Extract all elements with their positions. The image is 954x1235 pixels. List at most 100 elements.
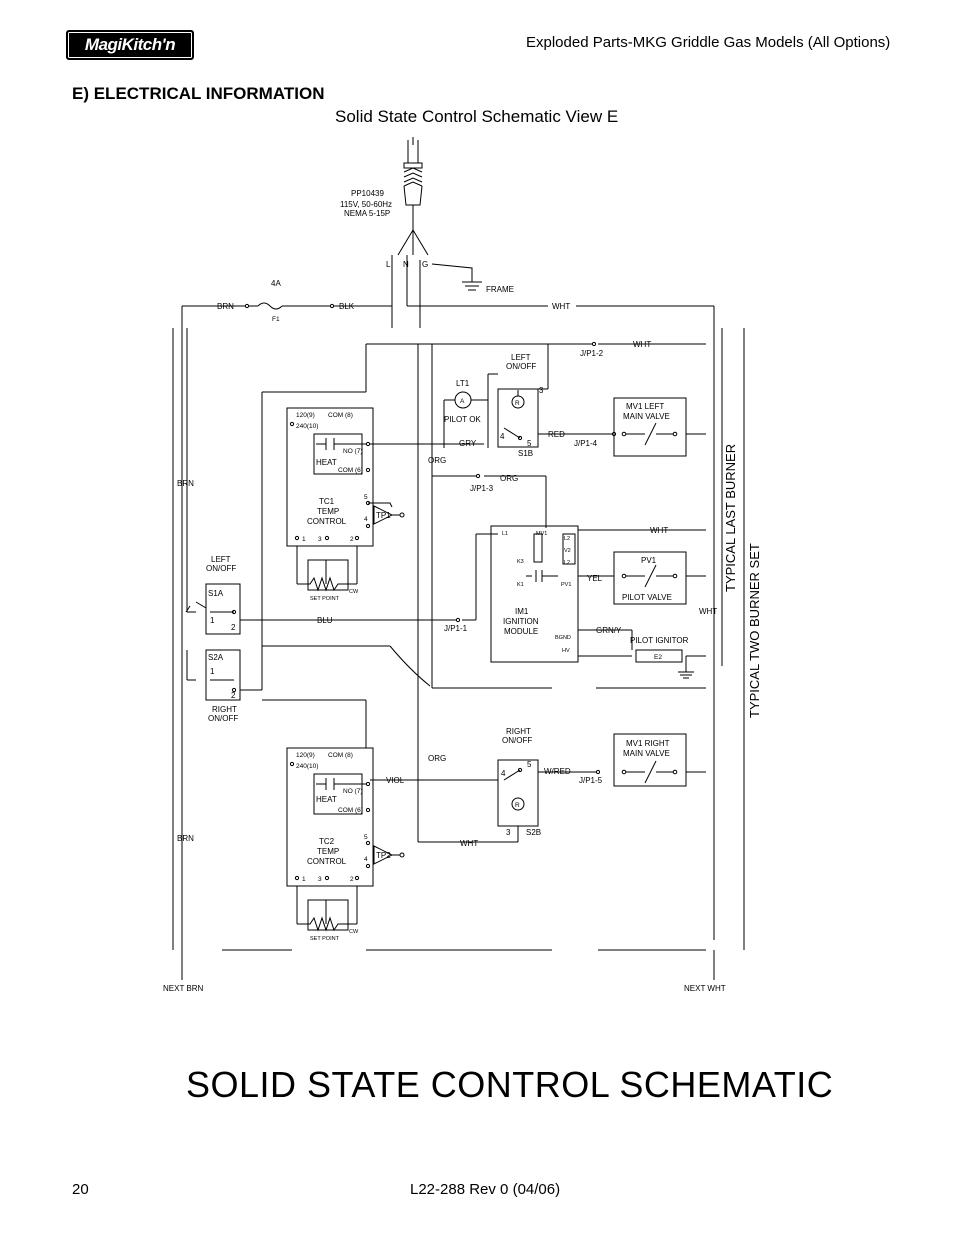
- jack-jp14: J/P1-4: [574, 439, 598, 448]
- tc2-com8: COM (8): [328, 752, 353, 759]
- tc2-pin-4: 4: [364, 856, 368, 863]
- plug-voltage: 115V, 50-60Hz: [340, 200, 392, 209]
- wire-wht-jp12: WHT: [633, 340, 651, 349]
- tc1-pin-5: 5: [364, 494, 368, 501]
- typical-two-burner-label: TYPICAL TWO BURNER SET: [747, 543, 762, 718]
- s2b-pin-4: 4: [501, 769, 506, 778]
- tc2-heat: HEAT: [316, 795, 337, 804]
- im1-bgnd: BGND: [555, 635, 571, 641]
- document-revision: L22-288 Rev 0 (04/06): [410, 1181, 561, 1198]
- im1-v2: V2: [564, 548, 571, 554]
- wire-org-3: ORG: [428, 754, 446, 763]
- pv1-name: PV1: [641, 556, 657, 565]
- igniter-label: PILOT IGNITOR: [630, 636, 689, 645]
- tc1-120: 120(9): [296, 412, 315, 419]
- tc2-pin-5: 5: [364, 834, 368, 841]
- fuse-symbol: [257, 302, 283, 310]
- s2b-r: R: [515, 802, 520, 809]
- tc1-pin-2: 2: [350, 536, 354, 543]
- tc1-240: 240(10): [296, 423, 318, 430]
- s2a-title-1: RIGHT: [212, 705, 237, 714]
- im1-pv1: PV1: [561, 582, 571, 588]
- lt1-name: LT1: [456, 379, 470, 388]
- plug-n-label: N: [403, 260, 409, 269]
- tc2-pin-3: 3: [318, 876, 322, 883]
- wire-brn-left-1: BRN: [177, 479, 194, 488]
- s1a-title-2: ON/OFF: [206, 564, 236, 573]
- s1b-pin-5: 5: [527, 439, 532, 448]
- wire-brn-top: BRN: [217, 302, 234, 311]
- s1b-pin-4: 4: [500, 432, 505, 441]
- wire-gry: GRY: [459, 439, 477, 448]
- wire-wht-right: WHT: [699, 607, 717, 616]
- plug-g-label: G: [422, 260, 428, 269]
- tc1-pin-3: 3: [318, 536, 322, 543]
- s1b-pin-3: 3: [539, 386, 544, 395]
- lt1-label: PILOT OK: [444, 415, 481, 424]
- tc1-setpoint: SET POINT: [310, 596, 340, 602]
- next-wht-label: NEXT WHT: [684, 984, 726, 993]
- wire-brn-left-2: BRN: [177, 834, 194, 843]
- tc2-box: [286, 747, 374, 887]
- wire-org-2: ORG: [500, 474, 518, 483]
- igniter-e2: E2: [654, 654, 662, 661]
- s2b-pin-3: 3: [506, 828, 511, 837]
- document-title: Exploded Parts-MKG Griddle Gas Models (A…: [526, 34, 891, 51]
- tc2-com6: COM (6): [338, 807, 363, 814]
- wire-wht-bottom: WHT: [460, 839, 478, 848]
- s1a-id: S1A: [208, 589, 224, 598]
- s2a-title-2: ON/OFF: [208, 714, 238, 723]
- tc2-cw: CW: [349, 929, 359, 935]
- switch-s1a-box: [205, 583, 241, 635]
- wire-org-1: ORG: [428, 456, 446, 465]
- wire-viol: VIOL: [386, 776, 405, 785]
- tc1-box: [286, 407, 374, 547]
- tc2-temp: TEMP: [317, 847, 339, 856]
- lt1-letter: A: [460, 398, 465, 405]
- power-plug: [397, 137, 429, 256]
- s1a-pin-2: 2: [231, 623, 236, 632]
- switch-s1b-box: [497, 388, 539, 448]
- fuse-rating: 4A: [271, 279, 281, 288]
- jack-jp13: J/P1-3: [470, 484, 494, 493]
- wire-wht-top: WHT: [552, 302, 570, 311]
- page-number: 20: [72, 1181, 89, 1198]
- tc1-pin-1: 1: [302, 536, 306, 543]
- s2b-pin-5: 5: [527, 760, 532, 769]
- im1-l2-b: L2: [564, 560, 570, 566]
- im1-module: MODULE: [504, 627, 538, 636]
- tc1-com6: COM (6): [338, 467, 363, 474]
- tc1-tp: TP1: [376, 511, 391, 520]
- s1b-id: S1B: [518, 449, 533, 458]
- tc2-no7: NO (7): [343, 788, 363, 795]
- im1-ignition-module: [490, 525, 579, 663]
- pilot-ignitor: [635, 649, 683, 663]
- tp2-probe: [373, 845, 394, 865]
- s1b-title-1: LEFT: [511, 353, 531, 362]
- s2a-pin-1: 1: [210, 667, 215, 676]
- tc1-pin-4: 4: [364, 516, 368, 523]
- im1-k1: K1: [517, 582, 524, 588]
- mv1-left-line2: MAIN VALVE: [623, 412, 670, 421]
- s1a-title-1: LEFT: [211, 555, 231, 564]
- tc1-name: TC1: [319, 497, 335, 506]
- tc1-heat: HEAT: [316, 458, 337, 467]
- s2b-title-1: RIGHT: [506, 727, 531, 736]
- tc2-tp: TP2: [376, 851, 391, 860]
- im1-l2-a: L2: [564, 536, 570, 542]
- im1-ignition: IGNITION: [503, 617, 539, 626]
- mv1-left-line1: MV1 LEFT: [626, 402, 664, 411]
- im1-mv1: MV1: [536, 531, 547, 537]
- schematic-subheading: Solid State Control Schematic View E: [335, 107, 619, 126]
- plug-part-number: PP10439: [351, 189, 384, 198]
- jack-jp12: J/P1-2: [580, 349, 604, 358]
- tc2-control: CONTROL: [307, 857, 347, 866]
- s1b-title-2: ON/OFF: [506, 362, 536, 371]
- s2a-pin-2: 2: [231, 691, 236, 700]
- tc1-no7: NO (7): [343, 448, 363, 455]
- pv1-label: PILOT VALVE: [622, 593, 672, 602]
- section-heading: E) ELECTRICAL INFORMATION: [72, 84, 325, 103]
- mv1-left-box: [613, 397, 687, 457]
- wire-wred: W/RED: [544, 767, 571, 776]
- jack-jp15: J/P1-5: [579, 776, 603, 785]
